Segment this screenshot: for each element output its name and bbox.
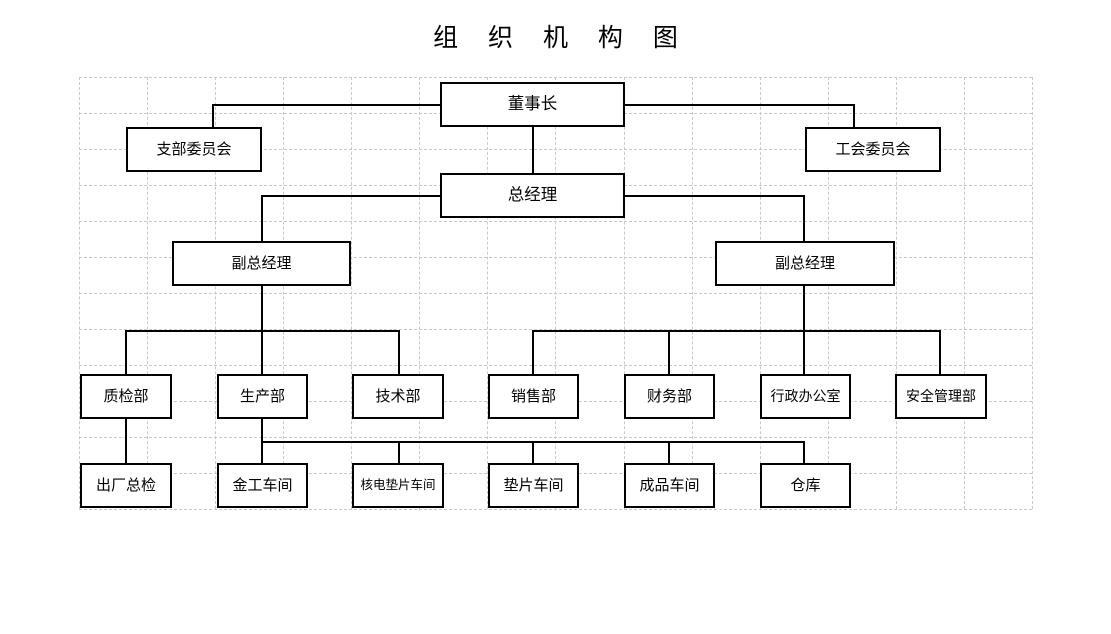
node-final-factory-inspection[interactable]: 出厂总检: [80, 463, 172, 508]
connector-drop-to-nuclear-shop: [398, 441, 400, 465]
grid-line-horizontal: [79, 257, 1032, 258]
node-chairman[interactable]: 董事长: [440, 82, 625, 127]
node-administrative-office[interactable]: 行政办公室: [760, 374, 851, 419]
grid-line-horizontal: [79, 77, 1032, 78]
connector-drop-to-party-branch: [212, 104, 214, 129]
connector-chairman-to-gm: [532, 125, 534, 175]
connector-drop-to-finance-dept: [668, 330, 670, 376]
connector-drop-to-sales-dept: [532, 330, 534, 376]
node-deputy-general-manager-left[interactable]: 副总经理: [172, 241, 351, 286]
node-warehouse[interactable]: 仓库: [760, 463, 851, 508]
node-production-dept[interactable]: 生产部: [217, 374, 308, 419]
connector-right-department-bus: [532, 330, 941, 332]
connector-drop-to-metal-shop: [261, 441, 263, 465]
node-nuclear-gasket-workshop[interactable]: 核电垫片车间: [352, 463, 444, 508]
node-gasket-workshop[interactable]: 垫片车间: [488, 463, 579, 508]
node-party-branch-committee[interactable]: 支部委员会: [126, 127, 262, 172]
page-title: 组 织 机 构 图: [433, 23, 689, 52]
connector-drop-to-prod-dept: [261, 330, 263, 376]
connector-drop-to-labor-union: [853, 104, 855, 129]
node-finished-product-workshop[interactable]: 成品车间: [624, 463, 715, 508]
connector-drop-to-right-deputy: [803, 195, 805, 243]
grid-line-horizontal: [79, 437, 1032, 438]
connector-chairman-to-right-arm: [623, 104, 855, 106]
connector-drop-to-qc-dept: [125, 330, 127, 376]
node-metalworking-workshop[interactable]: 金工车间: [217, 463, 308, 508]
connector-drop-to-tech-dept: [398, 330, 400, 376]
connector-drop-to-admin-office: [803, 330, 805, 376]
connector-gm-to-left-deputy: [261, 195, 442, 197]
connector-drop-to-left-deputy: [261, 195, 263, 243]
grid-line-horizontal: [79, 293, 1032, 294]
node-labor-union-committee[interactable]: 工会委员会: [805, 127, 941, 172]
connector-drop-to-finished-shop: [668, 441, 670, 465]
node-deputy-general-manager-right[interactable]: 副总经理: [715, 241, 895, 286]
grid-line-horizontal: [79, 365, 1032, 366]
node-general-manager[interactable]: 总经理: [440, 173, 625, 218]
connector-qc-to-final-inspection: [125, 417, 127, 465]
node-quality-inspection-dept[interactable]: 质检部: [80, 374, 172, 419]
connector-right-deputy-stem: [803, 284, 805, 332]
grid-line-vertical: [1032, 77, 1033, 509]
connector-prod-dept-stem: [261, 417, 263, 443]
connector-drop-to-warehouse: [803, 441, 805, 465]
grid-line-horizontal: [79, 329, 1032, 330]
grid-line-horizontal: [79, 149, 1032, 150]
connector-gm-to-right-deputy: [623, 195, 805, 197]
connector-drop-to-gasket-shop: [532, 441, 534, 465]
node-safety-management-dept[interactable]: 安全管理部: [895, 374, 987, 419]
connector-left-deputy-stem: [261, 284, 263, 332]
node-technology-dept[interactable]: 技术部: [352, 374, 444, 419]
grid-line-horizontal: [79, 221, 1032, 222]
connector-chairman-to-left-arm: [212, 104, 442, 106]
node-finance-dept[interactable]: 财务部: [624, 374, 715, 419]
node-sales-dept[interactable]: 销售部: [488, 374, 579, 419]
grid-line-horizontal: [79, 509, 1032, 510]
connector-drop-to-safety-dept: [939, 330, 941, 376]
